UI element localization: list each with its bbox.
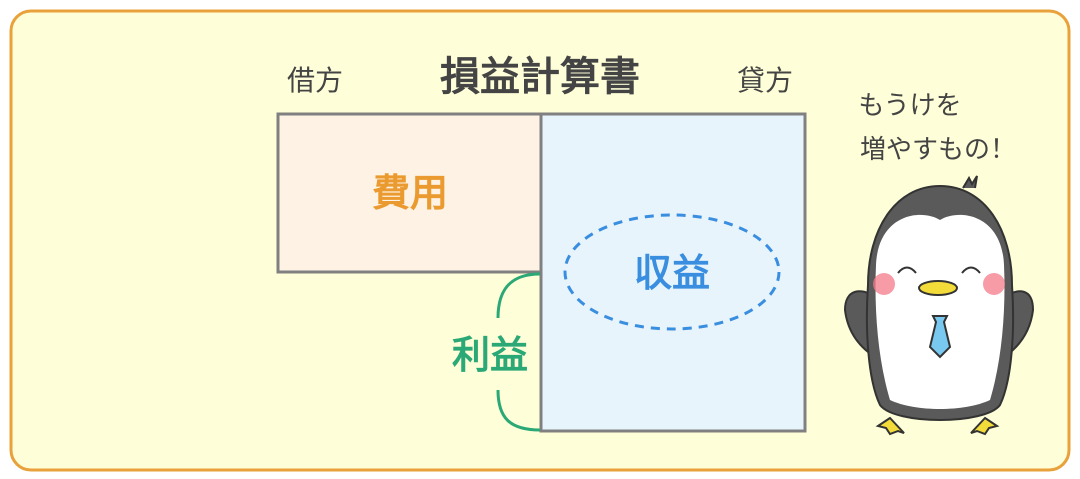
left-eye bbox=[897, 266, 917, 274]
speech-line-2: 増やすもの！ bbox=[860, 135, 1016, 165]
debit-label: 借方 bbox=[287, 64, 343, 97]
profit-label: 利益 bbox=[452, 333, 528, 377]
revenue-box bbox=[539, 112, 807, 433]
right-eye bbox=[961, 266, 981, 274]
revenue-ellipse bbox=[563, 213, 781, 331]
right-foot bbox=[970, 416, 1000, 436]
expense-box bbox=[276, 112, 543, 274]
left-cheek bbox=[873, 273, 895, 295]
revenue-label: 収益 bbox=[634, 251, 710, 295]
diagram-title: 損益計算書 bbox=[440, 54, 640, 100]
beak bbox=[918, 280, 958, 296]
penguin-belly bbox=[875, 214, 1005, 409]
tie bbox=[928, 315, 952, 359]
expense-label: 費用 bbox=[372, 171, 448, 215]
speech-line-1: もうけを bbox=[858, 91, 961, 121]
penguin-mascot bbox=[843, 175, 1035, 436]
hair-tuft bbox=[962, 175, 978, 189]
right-cheek bbox=[983, 273, 1005, 295]
profit-bracket bbox=[496, 272, 541, 432]
left-foot bbox=[875, 416, 905, 436]
credit-label: 貸方 bbox=[737, 64, 793, 97]
